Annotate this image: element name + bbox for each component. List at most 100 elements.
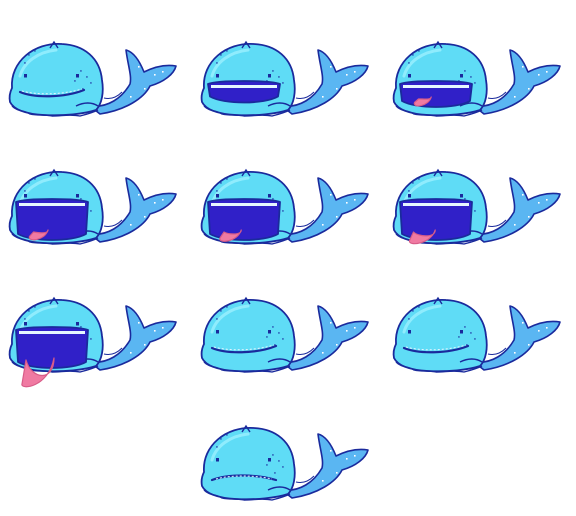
body-ripple [203, 489, 291, 501]
whale-tail [473, 177, 561, 243]
tail-sparkle-3 [138, 322, 140, 324]
tail-sparkle-1 [346, 74, 348, 76]
mouth-teeth [403, 203, 469, 206]
freckle-3 [24, 62, 26, 64]
mouth-teeth [19, 203, 85, 206]
right-eye [268, 458, 271, 462]
tail-sparkle-2 [546, 327, 548, 329]
freckle-1 [412, 182, 414, 184]
tail-sparkle-2 [354, 455, 356, 457]
body-shine [402, 304, 442, 334]
whale-frame-5 [196, 164, 372, 260]
freckle-7 [282, 210, 284, 212]
mouth-teeth-line [405, 344, 467, 351]
tail-sparkle-1 [538, 74, 540, 76]
tail-sparkle-4 [144, 216, 146, 218]
head-bump [241, 296, 251, 305]
mouth-teeth [403, 85, 469, 88]
whale-flipper [267, 102, 291, 107]
body-ripple [395, 233, 483, 245]
tail-sparkle-4 [528, 216, 530, 218]
whale-tail [281, 177, 369, 243]
tail-sparkle-1 [154, 202, 156, 204]
tail-sparkle-1 [154, 74, 156, 76]
body-shine [402, 48, 442, 78]
freckle-4 [272, 198, 274, 200]
whale-tail [473, 305, 561, 371]
freckle-1 [28, 182, 30, 184]
mouth-open [15, 326, 89, 369]
tail-crease [295, 219, 315, 227]
freckle-1 [28, 54, 30, 56]
whale-flipper [459, 358, 483, 363]
freckle-2 [226, 50, 228, 52]
whale-tail [281, 305, 369, 371]
freckle-3 [216, 318, 218, 320]
mouth-teeth [19, 331, 85, 334]
mouth-teeth-line [213, 344, 275, 351]
tail-crease [295, 347, 315, 355]
tail-sparkle-3 [330, 450, 332, 452]
body-ripple [203, 361, 291, 373]
freckle-5 [278, 332, 280, 334]
freckle-4 [272, 326, 274, 328]
freckle-5 [86, 76, 88, 78]
tail-sparkle-5 [322, 352, 324, 354]
tail-sparkle-4 [336, 344, 338, 346]
whale-flipper [267, 486, 291, 491]
tail-crease [103, 91, 123, 99]
whale-flipper [267, 358, 291, 363]
freckle-2 [226, 306, 228, 308]
tail-sparkle-4 [528, 344, 530, 346]
left-eye [408, 330, 411, 334]
freckle-4 [80, 326, 82, 328]
whale-tail [473, 49, 561, 115]
whale-frame-8 [196, 292, 372, 388]
whale-tail [89, 177, 177, 243]
freckle-8 [266, 336, 268, 338]
left-eye [216, 330, 219, 334]
freckle-4 [464, 326, 466, 328]
whale-frame-1 [4, 36, 180, 132]
body-shine [210, 48, 250, 78]
tail-crease [295, 475, 315, 483]
tail-sparkle-4 [336, 88, 338, 90]
freckle-2 [226, 434, 228, 436]
right-eye [460, 194, 463, 198]
freckle-8 [458, 336, 460, 338]
tail-sparkle-5 [514, 224, 516, 226]
freckle-3 [408, 190, 410, 192]
freckle-3 [216, 446, 218, 448]
whale-tail [281, 433, 369, 499]
whale-frame-4 [4, 164, 180, 260]
freckle-7 [90, 210, 92, 212]
freckle-7 [282, 82, 284, 84]
tail-sparkle-1 [538, 202, 540, 204]
head-bump [49, 168, 59, 177]
freckle-6 [274, 344, 276, 346]
tail-sparkle-1 [346, 202, 348, 204]
body-shine [210, 304, 250, 334]
tail-sparkle-4 [144, 88, 146, 90]
whale-frame-10 [196, 420, 372, 516]
whale-body [200, 427, 296, 501]
freckle-1 [412, 310, 414, 312]
whale-frame-6 [388, 164, 564, 260]
tail-sparkle-2 [354, 199, 356, 201]
tail-sparkle-5 [322, 480, 324, 482]
tail-sparkle-3 [522, 322, 524, 324]
tail-sparkle-4 [528, 88, 530, 90]
body-ripple [203, 105, 291, 117]
tail-sparkle-5 [322, 224, 324, 226]
freckle-5 [470, 332, 472, 334]
whale-tail [281, 49, 369, 115]
freckle-5 [278, 76, 280, 78]
tail-sparkle-5 [130, 96, 132, 98]
right-eye [268, 194, 271, 198]
freckle-5 [278, 460, 280, 462]
freckle-2 [418, 178, 420, 180]
freckle-3 [216, 62, 218, 64]
freckle-3 [24, 318, 26, 320]
tongue [21, 357, 55, 388]
freckle-4 [464, 198, 466, 200]
